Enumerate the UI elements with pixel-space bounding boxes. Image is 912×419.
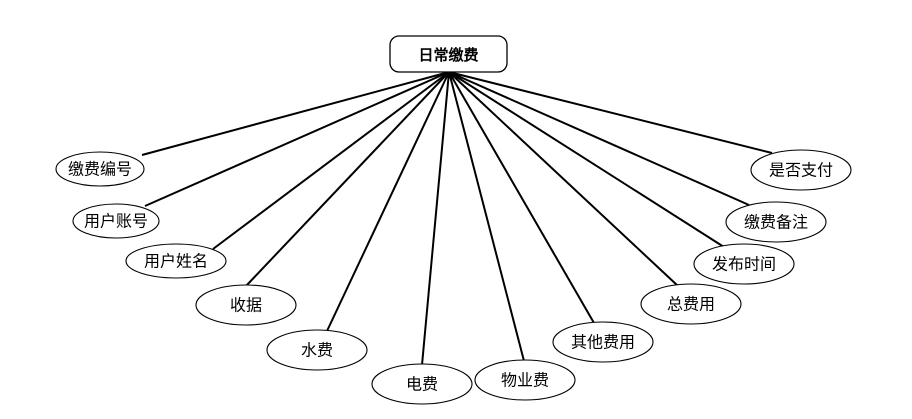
attribute-ellipse-user-name [125,243,227,279]
attribute-label-total-fee: 总费用 [667,295,715,314]
connector-other-fee [448,71,595,324]
connector-payment-note [448,71,750,206]
attribute-node-user-account: 用户账号 [72,203,160,239]
attribute-ellipse-electric-fee [371,363,473,405]
attribute-ellipse-water-fee [266,329,368,371]
attribute-ellipse-is-paid [750,149,852,191]
attribute-node-payment-no: 缴费编号 [55,151,145,187]
attribute-ellipse-total-fee [640,283,742,325]
attribute-node-user-name: 用户姓名 [125,243,227,279]
attribute-label-is-paid: 是否支付 [769,161,833,180]
attribute-node-other-fee: 其他费用 [552,321,654,363]
attribute-node-electric-fee: 电费 [371,363,473,405]
connector-receipt [245,71,450,287]
attribute-label-water-fee: 水费 [301,341,333,360]
attribute-label-receipt: 收据 [230,296,262,315]
attribute-label-electric-fee: 电费 [406,375,438,394]
connector-electric-fee [421,71,450,366]
attribute-node-payment-note: 缴费备注 [725,201,827,243]
attribute-ellipse-property-fee [474,359,576,401]
entity-box [389,35,508,73]
connector-total-fee [448,71,679,287]
attribute-label-other-fee: 其他费用 [571,333,635,352]
connector-payment-no [141,71,450,156]
attribute-label-user-account: 用户账号 [84,212,148,231]
attribute-ellipse-user-account [72,203,160,239]
connector-water-fee [326,71,450,332]
connector-property-fee [448,71,525,362]
attribute-node-is-paid: 是否支付 [750,149,852,191]
attribute-label-payment-no: 缴费编号 [68,160,132,179]
attribute-label-publish-time: 发布时间 [712,255,776,274]
attribute-node-water-fee: 水费 [266,329,368,371]
attribute-ellipse-payment-no [55,151,145,187]
attribute-label-payment-note: 缴费备注 [744,213,808,232]
attribute-label-user-name: 用户姓名 [144,252,208,271]
attribute-ellipse-payment-note [725,201,827,243]
attribute-node-receipt: 收据 [195,284,297,326]
attribute-ellipse-publish-time [693,243,795,285]
attribute-node-property-fee: 物业费 [474,359,576,401]
connector-publish-time [448,71,725,248]
entity-node: 日常缴费 [389,35,508,73]
attribute-label-property-fee: 物业费 [501,371,549,390]
attribute-node-total-fee: 总费用 [640,283,742,325]
entity-label: 日常缴费 [418,46,478,64]
attribute-ellipse-receipt [195,284,297,326]
attribute-ellipse-other-fee [552,321,654,363]
connector-user-account [144,71,450,207]
attribute-node-publish-time: 发布时间 [693,243,795,285]
connector-is-paid [448,71,773,154]
connector-lines [141,71,773,366]
connector-user-name [212,71,450,250]
